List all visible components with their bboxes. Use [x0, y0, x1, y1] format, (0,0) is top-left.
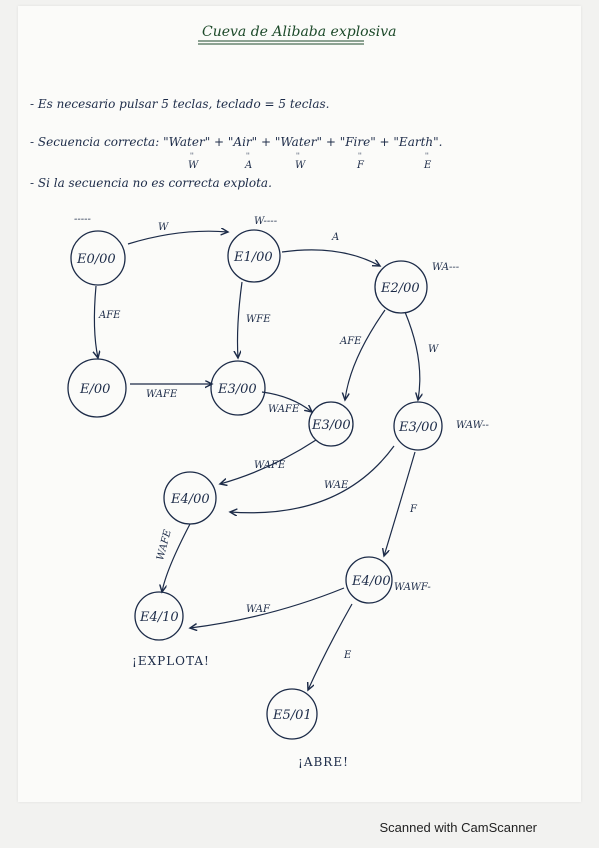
- state-label-ea: E/00: [79, 382, 110, 397]
- edges: [94, 231, 419, 690]
- sequence-letter-1: W: [188, 160, 199, 171]
- sequence-letters: '' '' '' '' '' W A W F E: [188, 152, 432, 171]
- edge-label-e2-ec: AFE: [339, 336, 362, 347]
- state-e0: [70, 230, 126, 286]
- state-label-e5: E5/01: [272, 708, 312, 723]
- state-ea: [67, 358, 127, 418]
- svg-text:'': '': [358, 152, 362, 160]
- state-e1: [227, 229, 281, 283]
- state-label-e4: E4/00: [351, 574, 391, 589]
- state-label-e3: E3/00: [398, 420, 438, 435]
- edge-e3-ed: [230, 445, 395, 513]
- state-ec: [308, 401, 354, 447]
- edge-label-e1-eb: WFE: [246, 314, 271, 325]
- edge-label-ed-ef: WAFE: [155, 528, 174, 562]
- loop-label-e3: WAW--: [456, 420, 490, 431]
- output-abre: ¡ABRE!: [298, 755, 349, 769]
- edge-e1-e2: [281, 249, 380, 266]
- edge-label-e1-e2: A: [331, 232, 339, 243]
- state-e4: [345, 556, 393, 604]
- sequence-letter-3: W: [295, 160, 306, 171]
- note-1: - Es necesario pulsar 5 teclas, teclado …: [30, 97, 329, 111]
- state-labels: E0/00 E1/00 E2/00 E/00 E3/00 E3/00 E3/00…: [76, 250, 438, 723]
- state-label-ed: E4/00: [170, 492, 210, 507]
- edge-label-e2-e3: W: [428, 344, 439, 355]
- edge-e2-e3: [404, 311, 420, 400]
- edge-e0-e1: [127, 231, 228, 245]
- svg-text:'': '': [425, 152, 429, 160]
- edge-label-ea-eb: WAFE: [146, 389, 178, 400]
- sequence-letter-2: A: [244, 160, 252, 171]
- loop-label-e1: W----: [254, 216, 278, 227]
- edge-e3-e4: [384, 451, 416, 556]
- svg-text:'': '': [246, 152, 250, 160]
- edge-label-e4-ef: WAF: [246, 604, 271, 615]
- edge-e4-ef: [190, 587, 345, 628]
- edge-label-eb-ec: WAFE: [268, 404, 300, 415]
- states: [67, 229, 443, 740]
- edge-label-ec-ed: WAFE: [254, 460, 286, 471]
- note-2: - Secuencia correcta: "Water" + "Air" + …: [30, 135, 442, 149]
- state-eb: [210, 360, 266, 416]
- state-e5: [266, 688, 318, 740]
- edge-label-e3-ed: WAE: [324, 480, 349, 491]
- state-e3: [393, 401, 443, 451]
- svg-text:'': '': [190, 152, 194, 160]
- page-title: Cueva de Alibaba explosiva: [202, 24, 397, 40]
- output-explota: ¡EXPLOTA!: [132, 654, 210, 668]
- note-3: - Si la secuencia no es correcta explota…: [30, 176, 272, 190]
- self-loop-labels: ----- W---- WA--- WAW-- WAWF-: [74, 214, 490, 593]
- edge-label-e0-ea: AFE: [98, 310, 121, 321]
- edge-ed-ef: [162, 523, 191, 592]
- edge-ec-ed: [220, 439, 317, 484]
- state-label-ec: E3/00: [311, 418, 351, 433]
- edge-e0-ea: [94, 285, 98, 358]
- sequence-letter-4: F: [356, 160, 365, 171]
- sequence-letter-5: E: [423, 160, 432, 171]
- loop-label-e2: WA---: [432, 262, 460, 273]
- state-label-e2: E2/00: [380, 281, 420, 296]
- state-label-ef: E4/10: [139, 610, 179, 625]
- edge-e4-e5: [308, 603, 353, 690]
- edge-label-e0-e1: W: [158, 222, 169, 233]
- edge-eb-ec: [261, 391, 312, 412]
- state-ed: [163, 471, 217, 525]
- state-label-e1: E1/00: [233, 250, 273, 265]
- loop-label-e4: WAWF-: [394, 582, 431, 593]
- state-ef: [134, 591, 184, 641]
- state-label-e0: E0/00: [76, 252, 116, 267]
- edge-e1-eb: [238, 281, 243, 358]
- state-label-eb: E3/00: [217, 382, 257, 397]
- state-e2: [374, 260, 428, 314]
- svg-text:'': '': [296, 152, 300, 160]
- loop-label-e0: -----: [74, 214, 92, 225]
- edge-label-e3-e4: F: [409, 504, 418, 515]
- edge-e2-ec: [345, 309, 386, 400]
- edge-label-e4-e5: E: [343, 650, 352, 661]
- scanner-watermark: Scanned with CamScanner: [379, 820, 537, 835]
